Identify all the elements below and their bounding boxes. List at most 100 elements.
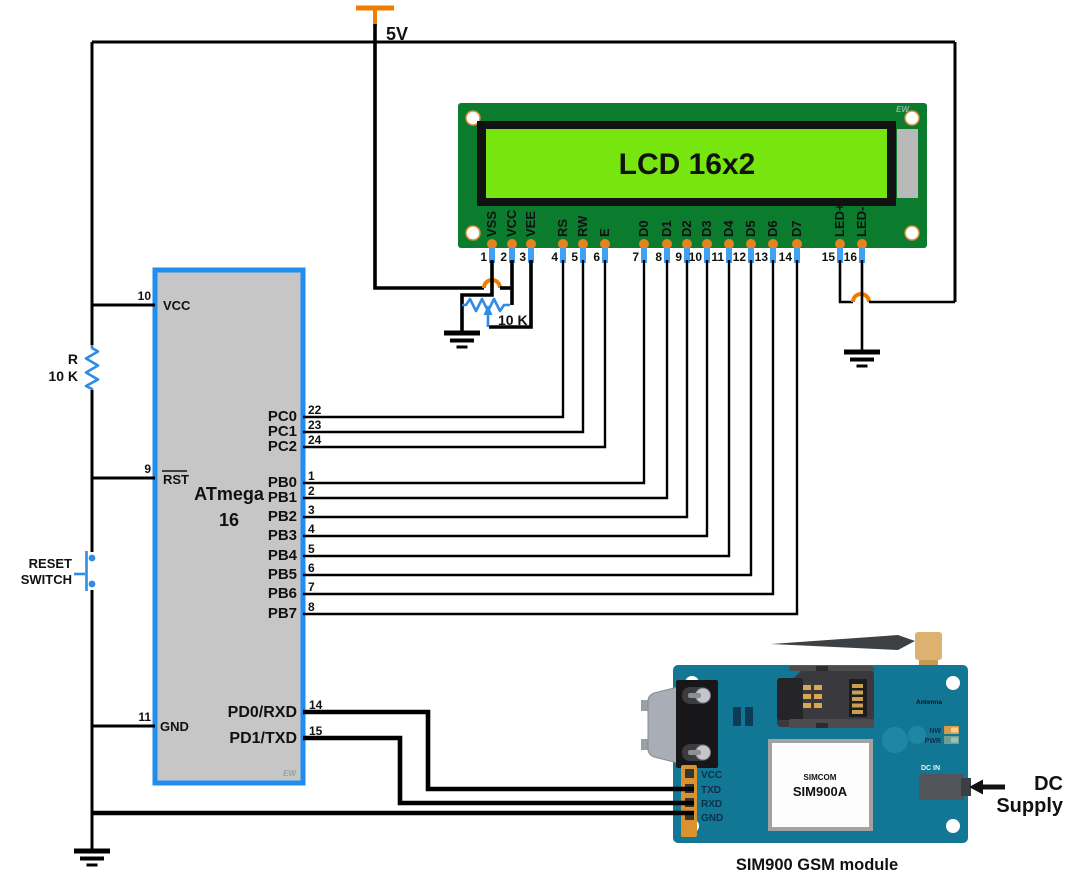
- mcu-pin-label: PB4: [268, 547, 298, 564]
- mcu-body: [152, 267, 306, 786]
- lcd-pin-number: 4: [551, 250, 558, 264]
- sim-comb: [852, 690, 863, 695]
- lcd-pin-label: LED+: [832, 203, 847, 237]
- mcu-pin-label: PB1: [268, 489, 297, 506]
- mcu-pin-number: 23: [308, 418, 322, 432]
- wire-pb1-d1: [303, 260, 669, 500]
- wire-pb2-d2: [303, 260, 689, 519]
- ground-symbol: [444, 330, 480, 349]
- sim-contact: [803, 694, 811, 699]
- lcd-pin-label: D7: [789, 220, 804, 237]
- antenna-label: Antenna: [916, 699, 942, 706]
- nw-led-window: [951, 727, 958, 733]
- wire-lcd-vee-wiper: [489, 260, 533, 329]
- lcd-pad: [487, 239, 497, 249]
- antenna-connector: [915, 632, 942, 660]
- wire-pb7-d7: [303, 260, 799, 616]
- mcu-name: ATmega: [194, 484, 265, 504]
- sim-contact: [814, 703, 822, 708]
- lcd-pad: [526, 239, 536, 249]
- wire-pc0-rs: [303, 260, 565, 419]
- lcd-module: EW LCD 16x2 VSS VCC VEE RS RW E D0 D1 D2…: [458, 103, 927, 264]
- lcd-pad: [724, 239, 734, 249]
- lcd-pin-stub: [528, 248, 534, 263]
- lcd-pin-stub: [560, 248, 566, 263]
- lcd-pin-label: VSS: [484, 211, 499, 237]
- sim-holder-tab: [816, 723, 828, 728]
- mcu-pin-number: 6: [308, 561, 315, 575]
- wires: [74, 5, 957, 867]
- sim-holder-tab: [816, 666, 828, 671]
- mcu-pin-number: 22: [308, 403, 322, 417]
- lcd-pin-number: 12: [733, 250, 747, 264]
- mcu-atmega16: ATmega 16 EW VCC RST GND 10 9 11 PC0 PC1…: [138, 267, 323, 786]
- lcd-pin-label: LED-: [854, 207, 869, 237]
- lcd-pin-stub: [837, 248, 843, 263]
- sim-contact: [803, 703, 811, 708]
- mcu-pin-label: PD1/TXD: [229, 730, 297, 747]
- db9-connector: [641, 680, 718, 768]
- lcd-pad: [600, 239, 610, 249]
- mcu-pin-number: 10: [138, 289, 152, 303]
- lcd-pin-label: E: [597, 228, 612, 237]
- lcd-pin-number: 16: [844, 250, 858, 264]
- lcd-pad: [702, 239, 712, 249]
- lcd-pin-number: 15: [822, 250, 836, 264]
- switch-contact: [88, 554, 96, 562]
- pcb-circle: [882, 727, 908, 753]
- dc-supply: DC Supply: [969, 773, 1064, 817]
- lcd-side-tab: [897, 129, 918, 198]
- mcu-pin-label: PB2: [268, 508, 297, 525]
- lcd-mount-hole: [904, 225, 920, 241]
- lcd-pin-number: 9: [675, 250, 682, 264]
- mcu-pin-number: 11: [138, 710, 151, 724]
- lcd-pin-number: 14: [779, 250, 793, 264]
- sim-holder-left: [777, 678, 803, 720]
- sim-contact: [803, 685, 811, 690]
- mcu-right-pin-labels: PC0 PC1 PC2 PB0 PB1 PB2 PB3 PB4 PB5 PB6 …: [228, 408, 298, 747]
- capacitor: [745, 707, 753, 726]
- pullup-resistor-body: [84, 345, 100, 391]
- lcd-pin-pads: [487, 239, 867, 263]
- potentiometer-wiper-arrow: [483, 305, 493, 315]
- gsm-mount-hole: [946, 676, 960, 690]
- lcd-pin-label: D5: [743, 220, 758, 237]
- lcd-mount-hole: [904, 110, 920, 126]
- ground-symbol: [844, 349, 880, 368]
- lcd-pad: [662, 239, 672, 249]
- pwr-led-window: [951, 737, 958, 743]
- dc-supply-label-1: DC: [1034, 773, 1063, 795]
- mcu-pin-label: PB0: [268, 474, 297, 491]
- power-5v-label: 5V: [386, 24, 408, 44]
- lcd-pin-stub: [602, 248, 608, 263]
- lcd-pad: [835, 239, 845, 249]
- lcd-pin-stub: [794, 248, 800, 263]
- sim900a-chip: [768, 739, 873, 831]
- wire-pd0-txd: [303, 709, 694, 792]
- lcd-pin-number: 1: [480, 250, 487, 264]
- lcd-pad: [857, 239, 867, 249]
- lcd-pin-label: RS: [555, 219, 570, 237]
- lcd-mount-hole: [465, 110, 481, 126]
- mcu-pin-number: 9: [144, 462, 151, 476]
- lcd-pin-stub: [859, 248, 865, 263]
- pot-value: 10 K: [498, 312, 528, 328]
- sim-contact: [814, 694, 822, 699]
- gsm-header-pad: [685, 769, 694, 778]
- wire-pb3-d3: [303, 260, 709, 538]
- potentiometer-body: [462, 297, 510, 313]
- db9-nub: [641, 739, 650, 750]
- gsm-pin-label: TXD: [701, 785, 721, 796]
- switch-contact: [88, 580, 96, 588]
- lcd-pad: [792, 239, 802, 249]
- dc-in-jack: [919, 774, 964, 800]
- ground-symbol: [74, 848, 110, 867]
- antenna-blade: [771, 635, 915, 650]
- mcu-pin-rst: RST: [163, 472, 189, 487]
- mcu-pin-label: PC1: [268, 423, 297, 440]
- lcd-pin-stub: [580, 248, 586, 263]
- dc-supply-label-2: Supply: [996, 795, 1064, 817]
- mcu-pin-label: PC2: [268, 438, 297, 455]
- lcd-pin-label: D3: [699, 220, 714, 237]
- sim-comb: [852, 697, 863, 701]
